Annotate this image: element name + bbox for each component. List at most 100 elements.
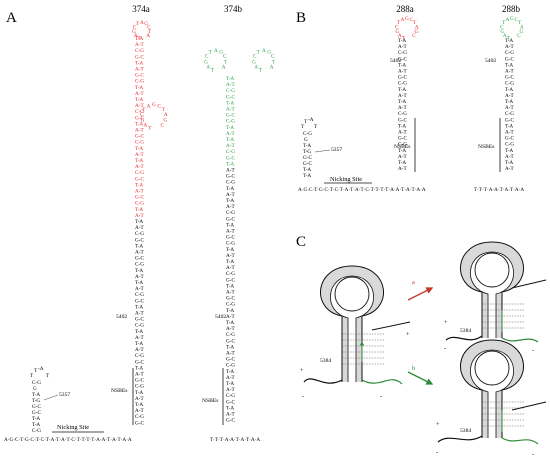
base-pair: A-T xyxy=(226,412,235,418)
loop-nucleotide: C xyxy=(147,25,151,31)
base-pair: C-G xyxy=(135,384,144,390)
nsbes-label-374a: NSBEs xyxy=(111,388,127,394)
base-pair: T-A xyxy=(505,99,513,105)
loop-nucleotide: T xyxy=(507,36,511,42)
arrow-a xyxy=(407,287,434,301)
base-pair: A-T xyxy=(226,290,235,296)
base-pair: C-G xyxy=(505,81,514,87)
loop-nucleotide: T xyxy=(397,20,401,26)
base-pair: T-A xyxy=(135,329,143,335)
svg-text:T-A: T-A xyxy=(303,167,311,173)
base-pair: G-C xyxy=(135,176,144,182)
svg-text:T: T xyxy=(34,368,38,374)
base-pair: T-A xyxy=(226,137,234,143)
base-pair: T-A xyxy=(226,405,234,411)
nsbes-label-288b: NSBEs xyxy=(478,144,494,150)
base-pair: C-G xyxy=(135,140,144,146)
svg-text:T-A: T-A xyxy=(32,422,40,428)
base-pair: A-T xyxy=(505,154,514,160)
base-pair: G-C xyxy=(226,338,235,344)
base-pair: T-A xyxy=(226,369,234,375)
base-pair: G-C xyxy=(135,378,144,384)
base-pair: G-C xyxy=(226,235,235,241)
base-pair: T-A xyxy=(135,304,143,310)
minus-left-2: - xyxy=(380,393,382,400)
base-pair: G-C xyxy=(505,117,514,123)
base-pair: T-A xyxy=(135,60,143,66)
base-pair: A-T xyxy=(135,103,144,109)
base-pair: A-T xyxy=(226,375,235,381)
pos-5402-288b: 5402 xyxy=(485,58,496,64)
loop-nucleotide: T xyxy=(209,50,213,56)
base-pair: T-A xyxy=(226,381,234,387)
pos-5402-374a: 5402 xyxy=(116,314,127,320)
base-pair: T-A xyxy=(135,85,143,91)
pos-5402-288a: 5402 xyxy=(390,58,401,64)
loop-nucleotide: A xyxy=(206,64,210,70)
base-pair: T-A xyxy=(505,38,513,44)
minus-br-2: - xyxy=(532,451,534,458)
base-pair: A-T xyxy=(505,130,514,136)
loop-nucleotide: T xyxy=(413,20,417,26)
svg-text:T-G: T-G xyxy=(303,149,311,155)
base-pair: A-T xyxy=(398,105,407,111)
loop-nucleotide: G xyxy=(141,118,145,124)
svg-text:T-A: T-A xyxy=(32,392,40,398)
loop-nucleotide: A xyxy=(401,17,405,23)
base-pair: C-G xyxy=(135,414,144,420)
loop-nucleotide: C xyxy=(271,54,275,60)
loop-nucleotide: A xyxy=(214,48,218,54)
base-pair: T-A xyxy=(398,123,406,129)
base-pair: G-C xyxy=(398,75,407,81)
loop-nucleotide: T xyxy=(518,20,522,26)
base-pair: T-A xyxy=(226,283,234,289)
loop-nucleotide: G xyxy=(152,102,156,108)
loop-nucleotide: A xyxy=(147,103,151,109)
base-pair: C-G xyxy=(398,50,407,56)
base-pair: T-A xyxy=(398,160,406,166)
base-pair: T-A xyxy=(398,62,406,68)
svg-text:T: T xyxy=(301,124,305,130)
loop-nucleotide: G xyxy=(132,29,136,35)
base-pair: T-A xyxy=(135,268,143,274)
base-pair: A-T xyxy=(226,143,235,149)
base-pair: T-A xyxy=(226,344,234,350)
loop-nucleotide: C xyxy=(410,17,414,23)
svg-text:T: T xyxy=(304,119,308,125)
loop-nucleotide: C xyxy=(253,54,257,60)
svg-text:G-C: G-C xyxy=(32,404,41,410)
loop-nucleotide: A xyxy=(520,24,524,30)
sequence-b-right: T·T·T·A·A·T·A·T·A·A xyxy=(474,187,524,193)
base-pair: C-G xyxy=(135,323,144,329)
hairpin-288a: T-AA-TC-GG-CT-AA-TG-CC-GT-AA-TT-AA-TC-GG… xyxy=(398,38,407,172)
nicking-site-label-a: Nicking Site xyxy=(57,424,89,431)
base-pair: A-T xyxy=(226,265,235,271)
base-pair: T-A xyxy=(135,207,143,213)
base-pair: G-C xyxy=(226,113,235,119)
base-pair: T-A xyxy=(135,341,143,347)
base-pair: A-T xyxy=(135,250,144,256)
svg-text:C-G: C-G xyxy=(32,380,41,386)
base-pair: G-C xyxy=(226,174,235,180)
base-pair: G-C xyxy=(398,136,407,142)
pos-5402-374b: 5402 xyxy=(215,314,226,320)
loop-nucleotide: T xyxy=(136,21,140,27)
base-pair: T-A xyxy=(398,38,406,44)
base-pair: G-C xyxy=(505,56,514,62)
base-pair: G-C xyxy=(135,73,144,79)
svg-text:C-G: C-G xyxy=(32,428,41,434)
base-pair: A-T xyxy=(226,192,235,198)
base-pair: T-A xyxy=(226,308,234,314)
base-pair: T-A xyxy=(226,320,234,326)
base-pair: G-C xyxy=(135,195,144,201)
svg-text:G: G xyxy=(304,137,308,143)
base-pair: T-A xyxy=(505,62,513,68)
svg-text:T: T xyxy=(314,124,318,130)
panel-label-a: A xyxy=(6,10,17,26)
loop-nucleotide: C xyxy=(412,33,416,39)
title-374a: 374a xyxy=(132,4,150,14)
base-pair: A-T xyxy=(226,107,235,113)
loop-nucleotide: A xyxy=(134,33,138,39)
base-pair: T-A xyxy=(398,99,406,105)
